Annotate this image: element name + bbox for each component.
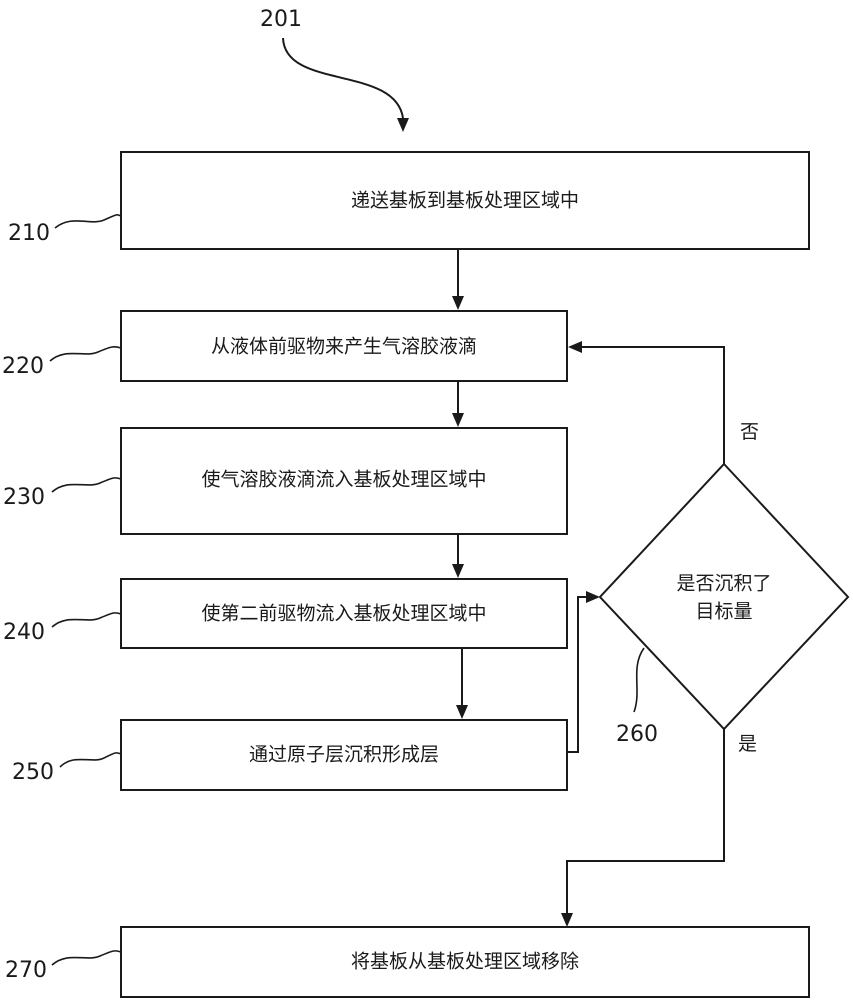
no-branch-label: 否	[740, 421, 759, 443]
step-ref-220: 220	[2, 354, 44, 379]
decision-ref-260: 260	[616, 722, 658, 747]
step-lead-230	[52, 478, 121, 492]
step-lead-240	[52, 613, 121, 627]
arrowhead-240-250	[456, 705, 468, 719]
arrowhead-250-260	[586, 591, 600, 603]
step-lead-250	[60, 753, 121, 767]
step-lead-270	[52, 951, 121, 965]
step-ref-270: 270	[5, 958, 47, 983]
decision-line1: 是否沉积了	[676, 573, 771, 595]
figure-ref-arrowhead	[397, 118, 409, 132]
step-ref-250: 250	[12, 760, 54, 785]
step-label-270: 将基板从基板处理区域移除	[351, 951, 579, 973]
arrowhead-yes-branch	[561, 913, 573, 927]
step-label-240: 使第二前驱物流入基板处理区域中	[201, 603, 486, 625]
decision-lead-260	[634, 648, 644, 712]
decision-line2: 目标量	[695, 601, 752, 623]
step-label-210: 递送基板到基板处理区域中	[351, 190, 579, 212]
arrowhead-210-220	[452, 296, 464, 310]
step-ref-230: 230	[3, 485, 45, 510]
step-ref-210: 210	[8, 221, 50, 246]
arrow-no-branch	[582, 347, 724, 464]
step-label-250: 通过原子层沉积形成层	[249, 744, 439, 766]
arrow-yes-branch	[567, 729, 724, 913]
arrowhead-220-230	[452, 413, 464, 427]
step-label-220: 从液体前驱物来产生气溶胶液滴	[211, 336, 477, 358]
arrowhead-no-branch	[568, 341, 582, 353]
yes-branch-label: 是	[738, 733, 757, 755]
figure-ref-label: 201	[260, 7, 302, 32]
step-ref-240: 240	[3, 620, 45, 645]
step-lead-220	[50, 347, 121, 361]
arrowhead-230-240	[452, 564, 464, 578]
figure-ref-arrow	[283, 38, 403, 118]
arrow-250-260	[567, 597, 586, 752]
step-lead-210	[55, 215, 121, 228]
step-label-230: 使气溶胶液滴流入基板处理区域中	[201, 469, 486, 491]
